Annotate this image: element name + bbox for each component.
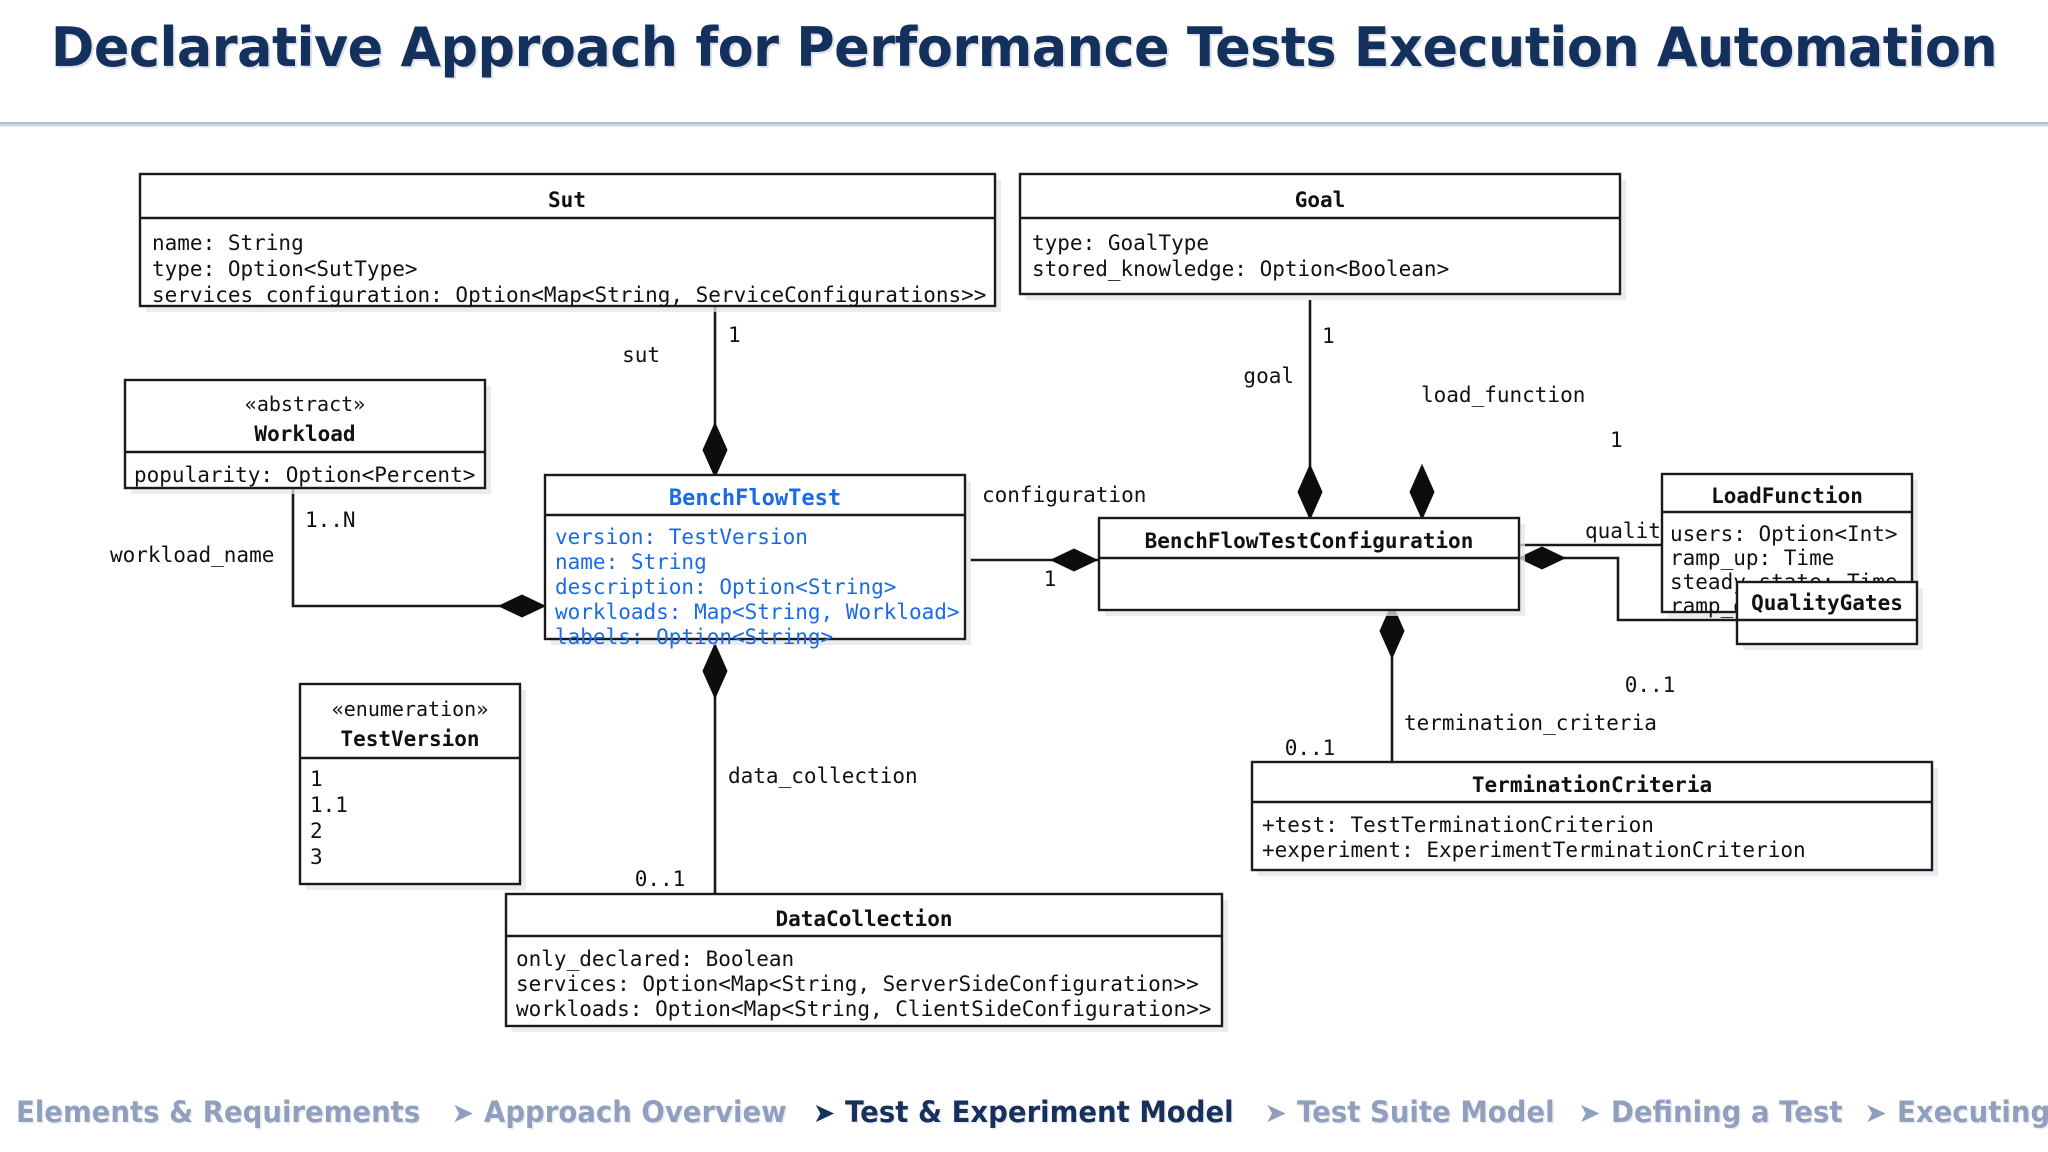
- class-datacollection-attr-2: workloads: Option<Map<String, ClientSide…: [516, 997, 1211, 1021]
- class-loadfunction-attr-0: users: Option<Int>: [1670, 522, 1898, 546]
- class-datacollection-attr-0: only_declared: Boolean: [516, 947, 794, 971]
- class-box-benchflowtestconfiguration[interactable]: BenchFlowTestConfiguration: [1097, 516, 1525, 616]
- class-box-qualitygates[interactable]: QualityGates: [1735, 580, 1923, 650]
- relation-sut-label: sut: [622, 343, 660, 367]
- breadcrumb-item-defining-a-test[interactable]: Defining a Test: [1610, 1095, 1843, 1129]
- class-benchflowtest-attr-1: name: String: [555, 550, 707, 574]
- breadcrumb-item-approach-overview[interactable]: Approach Overview: [484, 1095, 787, 1129]
- class-terminationcriteria-name: TerminationCriteria: [1472, 773, 1712, 797]
- breadcrumb-separator-icon: ➤: [1864, 1098, 1888, 1129]
- class-benchflowtestconfiguration-name: BenchFlowTestConfiguration: [1145, 529, 1474, 553]
- class-goal-attr-1: stored_knowledge: Option<Boolean>: [1032, 257, 1449, 281]
- uml-class-diagram: sut 1 workload_name 1..N configuration 1…: [0, 130, 2048, 1080]
- class-box-testversion[interactable]: «enumeration» TestVersion 1 1.1 2 3: [298, 682, 526, 890]
- relation-load-function: load_function 1: [1409, 383, 1662, 547]
- title-divider: [0, 122, 2048, 127]
- class-box-sut[interactable]: Sut name: String type: Option<SutType> s…: [138, 172, 1001, 312]
- class-benchflowtest-attr-4: labels: Option<String>: [555, 625, 833, 649]
- breadcrumb-item-test-experiment-model[interactable]: Test & Experiment Model: [845, 1095, 1234, 1129]
- relation-data-collection-multiplicity: 0..1: [635, 867, 686, 891]
- class-loadfunction-attr-1: ramp_up: Time: [1670, 546, 1834, 570]
- breadcrumb-item-test-suite-model[interactable]: Test Suite Model: [1296, 1095, 1555, 1129]
- class-datacollection-attr-1: services: Option<Map<String, ServerSideC…: [516, 972, 1199, 996]
- class-testversion-name: TestVersion: [340, 727, 479, 751]
- relation-quality-gates-multiplicity: 0..1: [1625, 673, 1676, 697]
- class-sut-attr-2: services_configuration: Option<Map<Strin…: [152, 283, 986, 307]
- relation-load-function-label: load_function: [1421, 383, 1585, 407]
- breadcrumb-item-elements-requirements[interactable]: Elements & Requirements: [16, 1095, 421, 1129]
- relation-workload-multiplicity: 1..N: [305, 508, 356, 532]
- class-loadfunction-name: LoadFunction: [1711, 484, 1863, 508]
- relation-configuration: configuration 1: [970, 483, 1146, 591]
- relation-termination-criteria-label: termination_criteria: [1404, 711, 1657, 735]
- class-box-terminationcriteria[interactable]: TerminationCriteria +test: TestTerminati…: [1250, 760, 1938, 876]
- class-testversion-attr-1: 1.1: [310, 793, 348, 817]
- class-terminationcriteria-attr-0: +test: TestTerminationCriterion: [1262, 813, 1654, 837]
- class-testversion-stereotype: «enumeration»: [332, 697, 489, 721]
- class-terminationcriteria-attr-1: +experiment: ExperimentTerminationCriter…: [1262, 838, 1806, 862]
- class-workload-name: Workload: [254, 422, 355, 446]
- breadcrumb-item-executing-a-test[interactable]: Executing a Test: [1897, 1095, 2048, 1129]
- class-box-datacollection[interactable]: DataCollection only_declared: Boolean se…: [504, 892, 1228, 1032]
- breadcrumb-separator-icon: ➤: [451, 1098, 475, 1129]
- class-box-goal[interactable]: Goal type: GoalType stored_knowledge: Op…: [1018, 172, 1626, 300]
- class-testversion-attr-2: 2: [310, 819, 323, 843]
- class-testversion-attr-3: 3: [310, 845, 323, 869]
- relation-sut: sut 1: [622, 305, 741, 479]
- relation-workload-label: workload_name: [110, 543, 274, 567]
- class-sut-name: Sut: [548, 188, 586, 212]
- class-benchflowtest-attr-2: description: Option<String>: [555, 575, 896, 599]
- breadcrumb-separator-icon: ➤: [1578, 1098, 1601, 1129]
- breadcrumb: Elements & Requirements ➤ Approach Overv…: [0, 1095, 2048, 1130]
- relation-data-collection-label: data_collection: [728, 764, 918, 788]
- relation-configuration-label: configuration: [982, 483, 1146, 507]
- class-benchflowtest-name: BenchFlowTest: [669, 486, 841, 511]
- class-datacollection-name: DataCollection: [775, 907, 952, 931]
- class-goal-name: Goal: [1295, 188, 1346, 212]
- class-sut-attr-0: name: String: [152, 231, 304, 255]
- class-box-workload[interactable]: «abstract» Workload popularity: Option<P…: [123, 378, 491, 494]
- relation-goal: goal 1: [1243, 300, 1335, 521]
- relation-data-collection: data_collection 0..1: [635, 642, 918, 894]
- class-testversion-attr-0: 1: [310, 767, 323, 791]
- page-title: Declarative Approach for Performance Tes…: [50, 16, 1998, 79]
- class-workload-stereotype: «abstract»: [245, 392, 365, 416]
- relation-sut-multiplicity: 1: [728, 323, 741, 347]
- class-qualitygates-name: QualityGates: [1751, 591, 1903, 615]
- relation-goal-label: goal: [1243, 364, 1294, 388]
- breadcrumb-separator-icon: ➤: [1264, 1098, 1287, 1129]
- class-benchflowtest-attr-0: version: TestVersion: [555, 525, 808, 549]
- relation-goal-multiplicity: 1: [1322, 324, 1335, 348]
- relation-configuration-multiplicity: 1: [1044, 567, 1057, 591]
- relation-workload: workload_name 1..N: [110, 470, 547, 618]
- relation-termination-criteria-multiplicity: 0..1: [1285, 736, 1336, 760]
- breadcrumb-separator-icon: ➤: [812, 1098, 836, 1129]
- relation-load-function-multiplicity: 1: [1610, 428, 1623, 452]
- class-sut-attr-1: type: Option<SutType>: [152, 257, 418, 281]
- class-goal-attr-0: type: GoalType: [1032, 231, 1209, 255]
- class-workload-attr-0: popularity: Option<Percent>: [134, 463, 475, 487]
- class-benchflowtest-attr-3: workloads: Map<String, Workload>: [555, 600, 960, 624]
- class-box-benchflowtest[interactable]: BenchFlowTest version: TestVersion name:…: [543, 473, 971, 649]
